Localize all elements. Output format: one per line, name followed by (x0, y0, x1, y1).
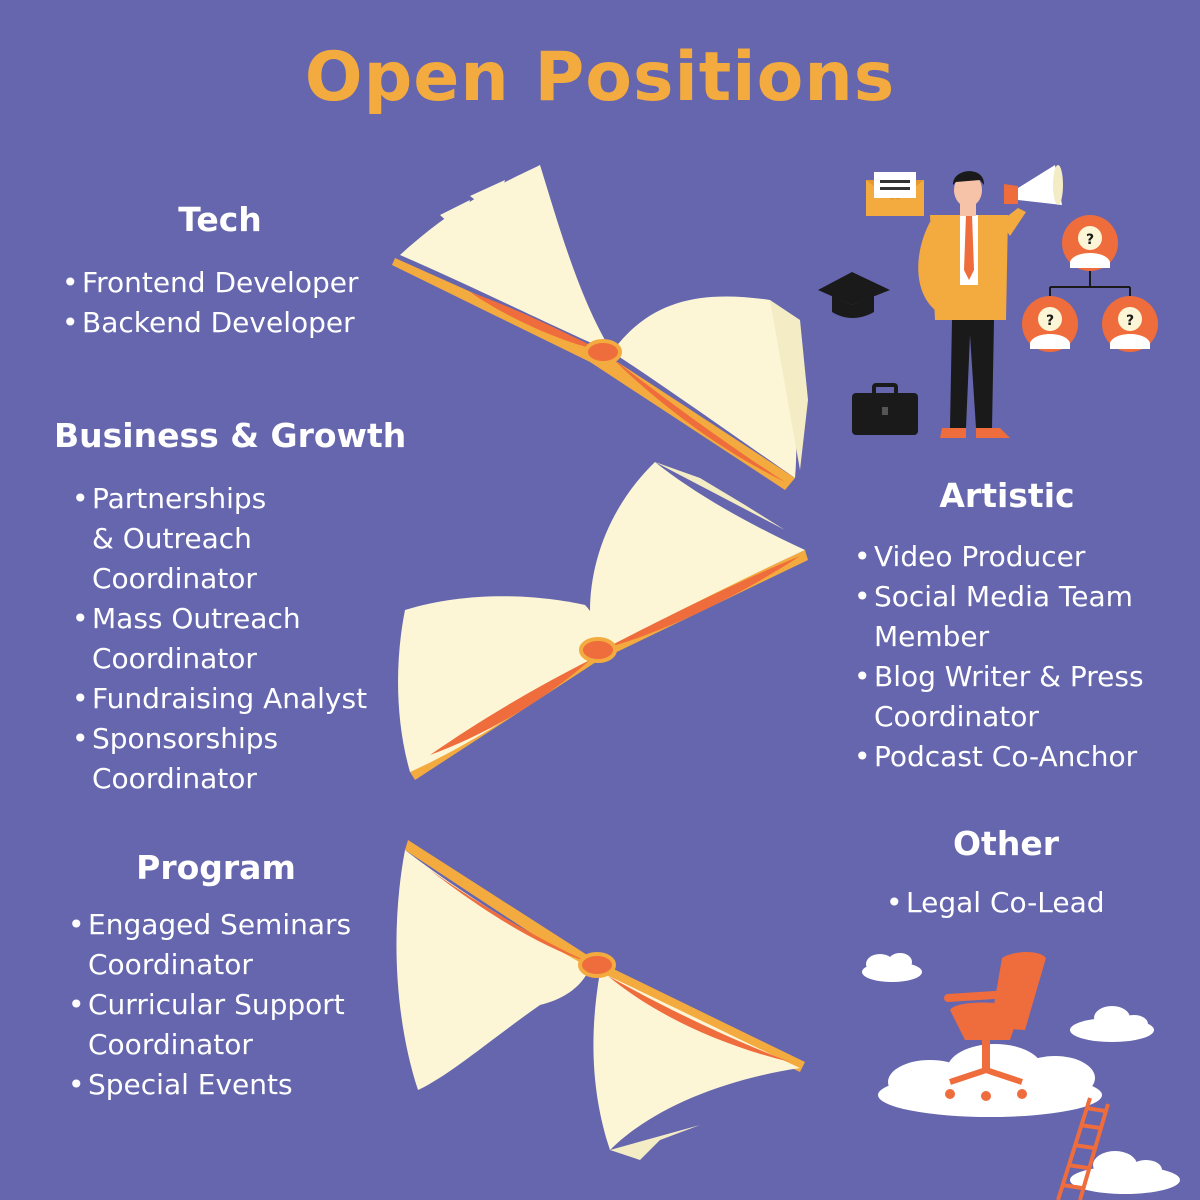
graduation-cap-icon (818, 272, 890, 318)
position-item: Mass Outreach Coordinator (70, 599, 414, 679)
ladder-icon (1056, 1097, 1110, 1200)
position-item: Legal Co-Lead (884, 883, 1144, 923)
org-chart-icon: ? ? ? (1022, 215, 1158, 352)
office-chair-icon (944, 952, 1046, 1101)
person-with-megaphone (918, 171, 1026, 438)
page-title: Open Positions (304, 38, 896, 117)
open-book-icon (392, 165, 808, 490)
section-heading-tech: Tech (178, 200, 262, 239)
cloud-icon (862, 953, 922, 982)
cloud-icon (1070, 1006, 1154, 1042)
megaphone-icon (1004, 165, 1063, 205)
position-item: Backend Developer (60, 303, 420, 343)
position-list-artistic: Video ProducerSocial Media Team MemberBl… (852, 537, 1172, 777)
position-list-tech: Frontend DeveloperBackend Developer (60, 263, 420, 343)
position-item: Curricular Support Coordinator (66, 985, 396, 1065)
section-heading-program: Program (136, 848, 296, 887)
position-item: Special Events (66, 1065, 396, 1105)
position-item: Social Media Team Member (852, 577, 1172, 657)
section-program: Program Engaged Seminars CoordinatorCurr… (66, 848, 396, 1105)
position-list-other: Legal Co-Lead (884, 883, 1144, 923)
open-book-icon (398, 462, 808, 780)
position-item: Frontend Developer (60, 263, 420, 303)
cloud-icon (1070, 1151, 1180, 1194)
position-item: Fundraising Analyst (70, 679, 414, 719)
position-item: Engaged Seminars Coordinator (66, 905, 396, 985)
section-tech: Tech Frontend DeveloperBackend Developer (60, 200, 420, 343)
question-mark-icon: ? (1126, 313, 1134, 329)
envelope-icon (866, 172, 924, 216)
section-heading-other: Other (953, 824, 1059, 863)
position-item: Podcast Co-Anchor (852, 737, 1172, 777)
position-item: Partnerships & Outreach Coordinator (70, 479, 414, 599)
question-mark-icon: ? (1046, 313, 1054, 329)
question-mark-icon: ? (1086, 232, 1094, 248)
section-heading-artistic: Artistic (939, 476, 1075, 515)
briefcase-icon (852, 383, 918, 435)
position-item: Video Producer (852, 537, 1172, 577)
position-item: Blog Writer & Press Coordinator (852, 657, 1172, 737)
position-item: Sponsorships Coordinator (70, 719, 414, 799)
section-heading-business-growth: Business & Growth (54, 416, 407, 455)
section-artistic: Artistic Video ProducerSocial Media Team… (852, 476, 1172, 777)
open-book-icon (396, 840, 805, 1160)
section-other: Other Legal Co-Lead (884, 824, 1144, 923)
position-list-program: Engaged Seminars CoordinatorCurricular S… (66, 905, 396, 1105)
section-business-growth: Business & Growth Partnerships & Outreac… (54, 416, 414, 799)
position-list-business-growth: Partnerships & Outreach CoordinatorMass … (70, 479, 414, 799)
